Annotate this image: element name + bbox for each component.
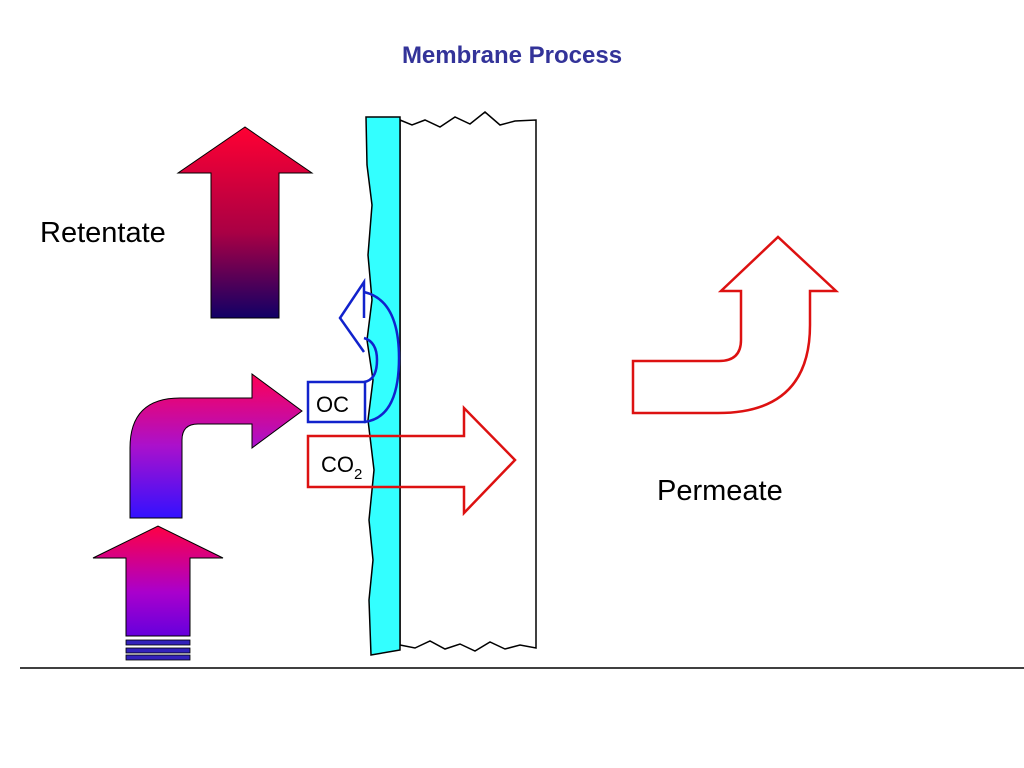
membrane-layer xyxy=(365,116,401,656)
feed-lines xyxy=(125,639,191,661)
turn-arrow-icon xyxy=(129,373,303,519)
permeate-arrow-icon xyxy=(631,235,840,415)
co2-arrow-icon xyxy=(306,404,517,517)
retentate-label: Retentate xyxy=(40,217,166,249)
permeate-zone xyxy=(399,111,537,652)
slide-title: Membrane Process xyxy=(401,42,623,69)
oc-loop-inner xyxy=(363,336,379,384)
co2-label: CO2 xyxy=(321,452,362,483)
oc-rejection-arrow-icon xyxy=(338,277,366,353)
oc-label: OC xyxy=(316,392,349,417)
feed-arrow-icon xyxy=(92,525,224,637)
oc-box xyxy=(306,380,367,424)
permeate-label: Permeate xyxy=(657,475,783,507)
retentate-arrow-icon xyxy=(176,126,314,319)
oc-loop-outer xyxy=(363,290,401,424)
co2-subscript: 2 xyxy=(354,466,362,483)
